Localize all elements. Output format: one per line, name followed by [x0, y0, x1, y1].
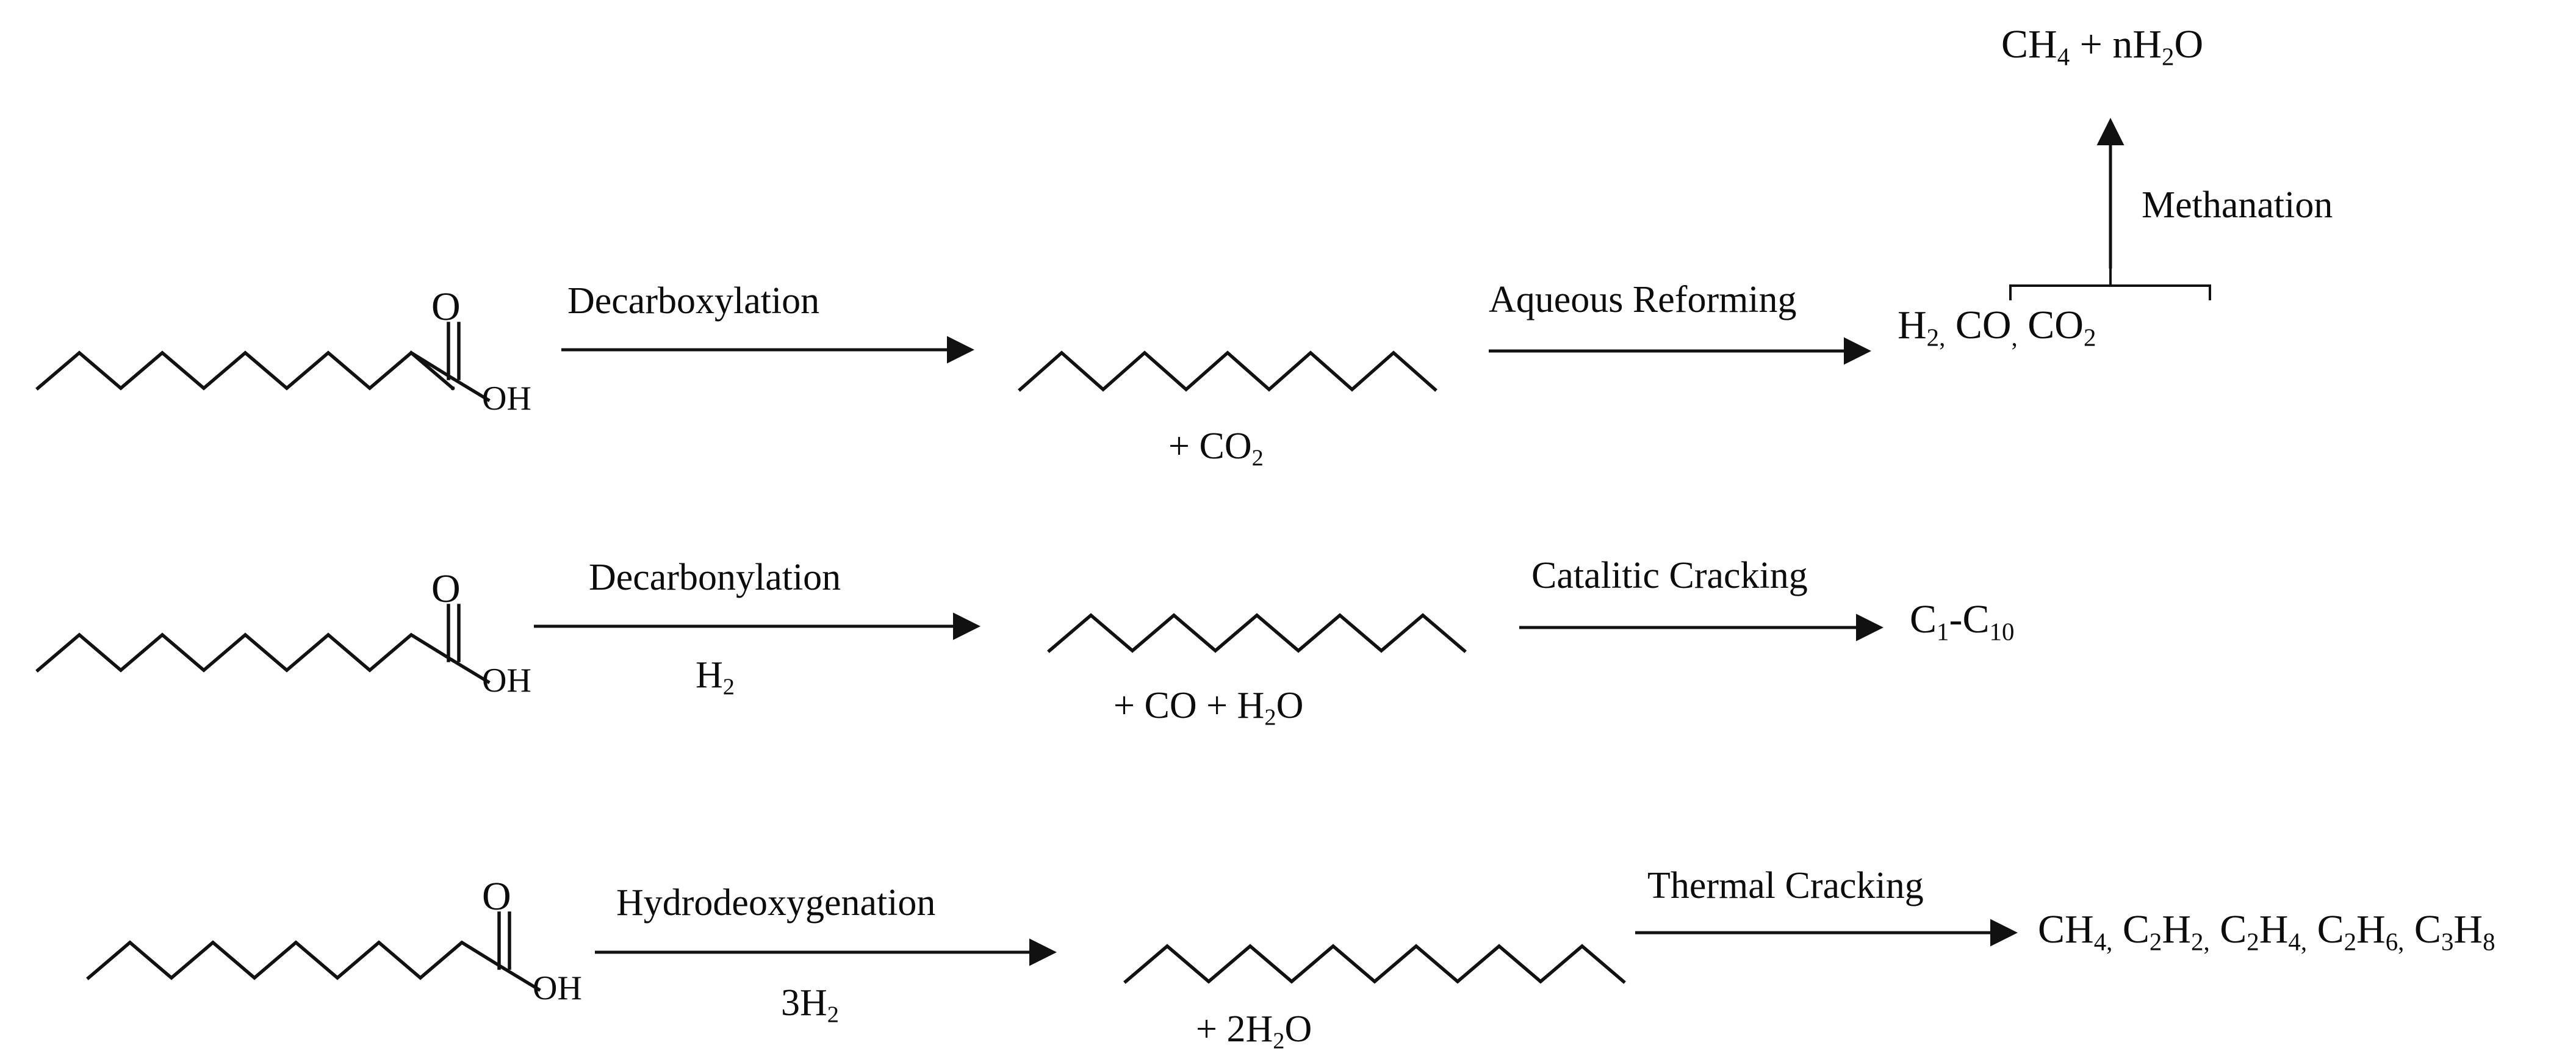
condition-aqueous-reforming: Aqueous Reforming	[1489, 279, 1797, 320]
reagent-h2-decarbonylation: H2	[696, 654, 735, 700]
cracking-products-label: CH4, C2H2, C2H4, C2H6, C3H8	[2038, 907, 2495, 956]
product-c1-c10-label: C1-C10	[1910, 597, 2015, 646]
carbonyl-oxygen-label-row1: O	[431, 284, 461, 329]
hydroxyl-label-row1: OH	[482, 380, 531, 418]
lauric-acid-skeleton-row3	[86, 911, 541, 992]
condition-decarbonylation: Decarbonylation	[589, 557, 841, 598]
syngas-bracket	[2009, 269, 2211, 300]
carbonyl-oxygen-label-row2: O	[431, 566, 461, 611]
hydroxyl-label-row2: OH	[482, 662, 531, 700]
byproduct-co2-row1: + CO2	[1168, 425, 1264, 471]
byproduct-co-h2o-row2: + CO + H2O	[1114, 685, 1304, 731]
undecane-skeleton-row1	[1018, 350, 1437, 392]
carboxyl-group-row1	[409, 322, 491, 402]
lauric-acid-skeleton-row1	[35, 350, 455, 391]
condition-catalitic-cracking: Catalitic Cracking	[1531, 555, 1808, 596]
hydroxyl-label-row3: OH	[533, 969, 582, 1007]
lauric-acid-skeleton-row2	[35, 604, 491, 684]
condition-decarboxylation: Decarboxylation	[567, 280, 820, 322]
carbonyl-oxygen-label-row3: O	[482, 874, 511, 919]
methanation-product-label: CH4 + nH2O	[2001, 22, 2204, 71]
reagent-3h2-hydrodeoxygenation: 3H2	[781, 982, 839, 1028]
syngas-label: H2, CO, CO2	[1898, 303, 2096, 352]
dodecane-skeleton-row3	[1123, 944, 1626, 984]
condition-methanation: Methanation	[2142, 184, 2333, 226]
byproduct-2h2o-row3: + 2H2O	[1196, 1008, 1312, 1054]
condition-thermal-cracking: Thermal Cracking	[1647, 865, 1924, 906]
undecene-skeleton-row2	[1047, 613, 1467, 653]
condition-hydrodeoxygenation: Hydrodeoxygenation	[616, 882, 936, 924]
